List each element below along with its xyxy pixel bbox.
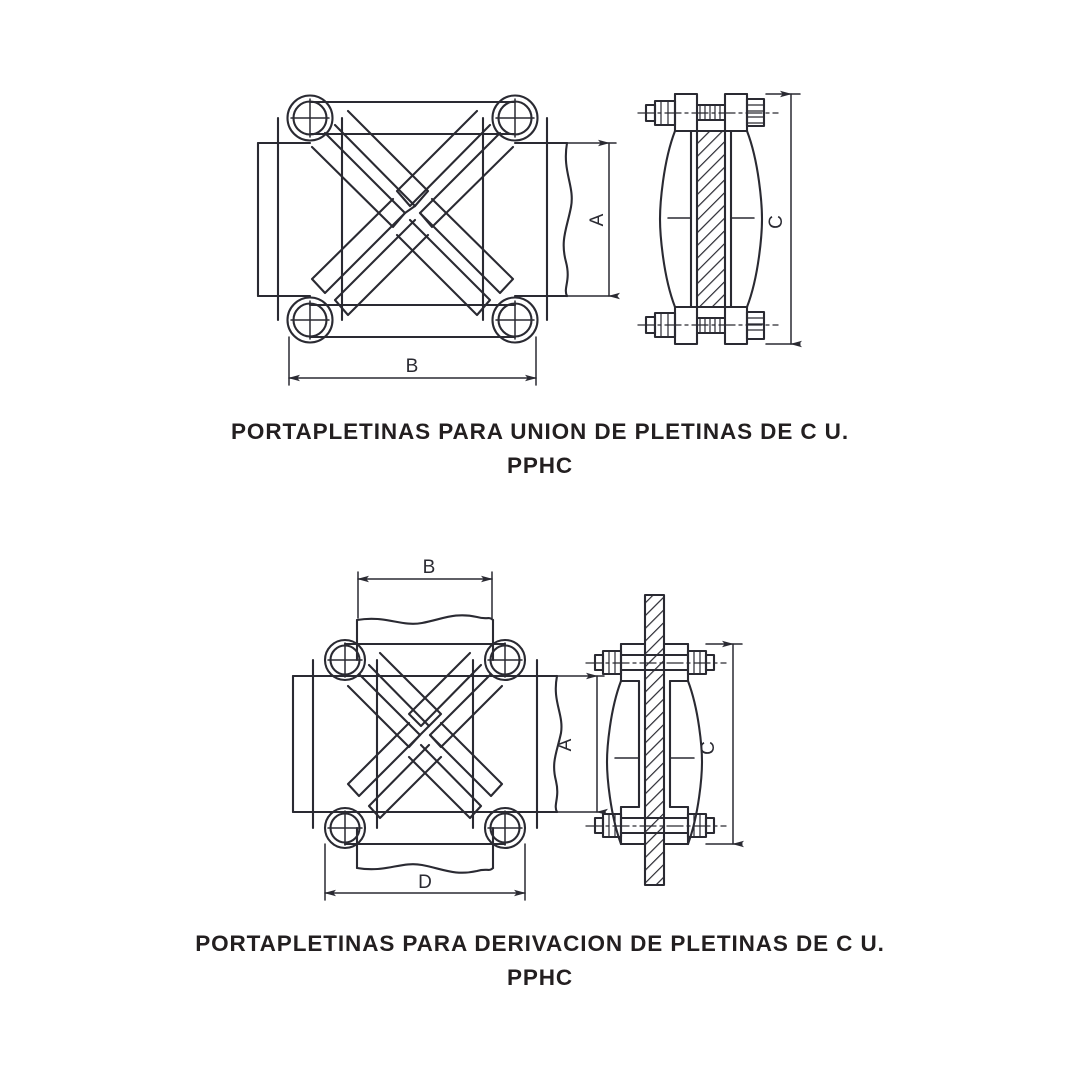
busbar-section-hatched [695, 129, 727, 309]
bolt-shank-bottom [695, 316, 727, 335]
bolt-boss-group [286, 94, 539, 344]
busbar-top [355, 614, 495, 662]
centerline-group [585, 662, 727, 827]
bolt-boss-group [323, 638, 527, 850]
dimension-d [324, 843, 526, 901]
x-rib-structure [310, 109, 515, 317]
busbar-bottom [355, 826, 495, 874]
bolt-boss-bottom-right [491, 296, 539, 344]
bolt-boss-top-left [323, 638, 367, 682]
busbar-left [291, 674, 347, 814]
x-rib-structure [346, 651, 504, 820]
busbar-section-through [643, 593, 666, 887]
clamp-body-outline [276, 100, 549, 339]
bolt-boss-bottom-right [483, 806, 527, 850]
figure1-caption: PORTAPLETINAS PARA UNION DE PLETINAS DE … [0, 418, 1080, 480]
dimension-b [357, 571, 493, 619]
dimension-a [566, 139, 620, 300]
busbar-right [503, 674, 563, 814]
figure2-caption-line2: PPHC [506, 965, 574, 991]
bolt-boss-bottom-left [323, 806, 367, 850]
dimension-c [765, 90, 802, 348]
busbar-left [256, 141, 312, 298]
centerline-group [637, 112, 779, 326]
dimension-label-a2: A [555, 738, 576, 751]
busbar-right [513, 141, 573, 298]
dimension-label-c1: C [766, 215, 787, 229]
dimension-c [705, 640, 744, 848]
dimension-label-a1: A [587, 213, 608, 226]
bolt-boss-top-right [491, 94, 539, 142]
fig2-front-view [291, 571, 608, 901]
figure1-caption-line1: PORTAPLETINAS PARA UNION DE PLETINAS DE … [231, 419, 849, 444]
clamp-body-outline [311, 642, 539, 846]
fig1-side-view [637, 90, 802, 348]
bolt-boss-top-left [286, 94, 334, 142]
bolt-boss-top-right [483, 638, 527, 682]
hex-nut-bottom-left [593, 812, 623, 839]
dimension-b [288, 336, 537, 386]
clamp-half-left [658, 92, 699, 346]
fig1-front-view [256, 94, 620, 386]
figure1-caption-line2: PPHC [506, 453, 574, 479]
dimension-a [556, 672, 608, 816]
figure2-caption: PORTAPLETINAS PARA DERIVACION DE PLETINA… [0, 930, 1080, 992]
dimension-label-c2: C [698, 741, 719, 755]
fig2-side-view [585, 593, 744, 887]
bolt-shank-top [619, 653, 690, 672]
dimension-label-b2: B [423, 557, 436, 578]
dimension-label-d2: D [418, 872, 432, 893]
bolt-boss-bottom-left [286, 296, 334, 344]
clamp-half-right [723, 92, 764, 346]
figure2-caption-line1: PORTAPLETINAS PARA DERIVACION DE PLETINA… [195, 931, 885, 956]
bolt-shank-bottom [619, 816, 690, 835]
dimension-label-b1: B [406, 356, 419, 377]
